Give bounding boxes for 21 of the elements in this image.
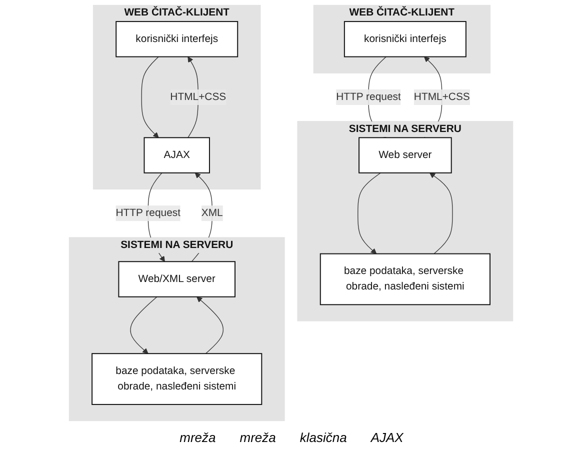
arrow (358, 172, 382, 254)
edge-label: HTTP request (116, 207, 181, 219)
note-label: mreža (180, 430, 216, 445)
edge-label: XML (202, 207, 224, 219)
note-label: AJAX (370, 430, 404, 445)
arrow (430, 172, 454, 254)
node-box: Web server (359, 137, 452, 174)
node-box: baze podataka, serverske obrade, nasleđeni sistemi (92, 353, 263, 405)
node-box: Web/XML server (118, 261, 236, 298)
arrow (197, 296, 224, 354)
node-box: korisnički interfejs (116, 21, 239, 58)
note-label: klasična (300, 430, 347, 445)
node-box: baze podataka, serverske obrade, nasleđeni sistemi (320, 253, 491, 306)
node-box: AJAX (144, 137, 210, 174)
node-box: korisnički interfejs (344, 21, 467, 58)
edge-label: HTML+CSS (414, 91, 470, 102)
edge-label: HTML+CSS (170, 91, 227, 102)
arrow (130, 296, 158, 354)
arrow (142, 56, 160, 138)
note-label: mreža (240, 430, 276, 445)
edge-label: HTTP request (336, 91, 402, 102)
